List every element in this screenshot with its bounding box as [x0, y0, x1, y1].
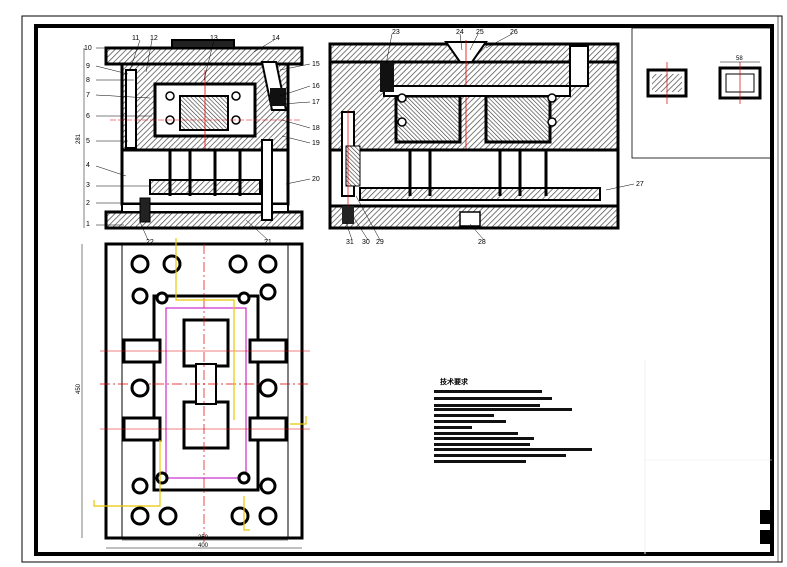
callout-5: 5 — [86, 138, 90, 145]
callout-12: 12 — [150, 35, 158, 42]
plan-view: 450 250 400 — [76, 238, 310, 549]
detail-box: 58 — [631, 27, 773, 159]
callout-27: 27 — [636, 181, 644, 188]
inner-border — [34, 24, 774, 556]
plan-height-dim: 450 — [76, 383, 82, 394]
callout-18: 18 — [312, 125, 320, 132]
callout-9: 9 — [86, 63, 90, 70]
callout-17: 17 — [312, 99, 320, 106]
callout-24: 24 — [456, 29, 464, 36]
callout-28: 28 — [478, 239, 486, 246]
left-section-view: 2 8 1 — [76, 39, 304, 230]
callout-23: 23 — [392, 29, 400, 36]
callout-11: 11 — [132, 35, 139, 42]
callout-13: 13 — [210, 35, 218, 42]
callout-3: 3 — [86, 182, 90, 189]
notes-title: 技术要求 — [440, 377, 469, 386]
callout-31: 31 — [346, 239, 354, 246]
callout-25: 25 — [476, 29, 484, 36]
callout-2: 2 — [86, 200, 90, 207]
plan-inner-width-dim: 250 — [198, 535, 209, 541]
callout-6: 6 — [86, 113, 90, 120]
callout-14: 14 — [272, 35, 280, 42]
detail-width-dim: 58 — [736, 56, 743, 62]
plan-outer-width-dim: 400 — [198, 543, 209, 549]
callout-8: 8 — [86, 77, 90, 84]
callout-30: 30 — [362, 239, 370, 246]
callout-16: 16 — [312, 83, 320, 90]
callout-19: 19 — [312, 140, 320, 147]
technical-notes: 技术要求 — [434, 377, 592, 463]
outer-border — [21, 15, 783, 563]
left-callout-leaders — [95, 39, 311, 241]
right-callout-leaders — [345, 33, 635, 241]
plan-holes — [130, 254, 278, 526]
right-section-view — [328, 40, 620, 230]
callout-20: 20 — [312, 176, 320, 183]
callout-10: 10 — [84, 45, 92, 52]
section-height-dim: 281 — [76, 133, 82, 144]
callout-29: 29 — [376, 239, 384, 246]
callout-15: 15 — [312, 61, 320, 68]
callout-26: 26 — [510, 29, 518, 36]
callout-4: 4 — [86, 162, 90, 169]
callout-7: 7 — [86, 92, 90, 99]
cooling-channels — [93, 238, 307, 531]
title-block — [644, 360, 772, 554]
right-callout-labels: 23 24 25 26 27 28 29 30 31 — [346, 29, 644, 246]
callout-1: 1 — [86, 221, 90, 228]
